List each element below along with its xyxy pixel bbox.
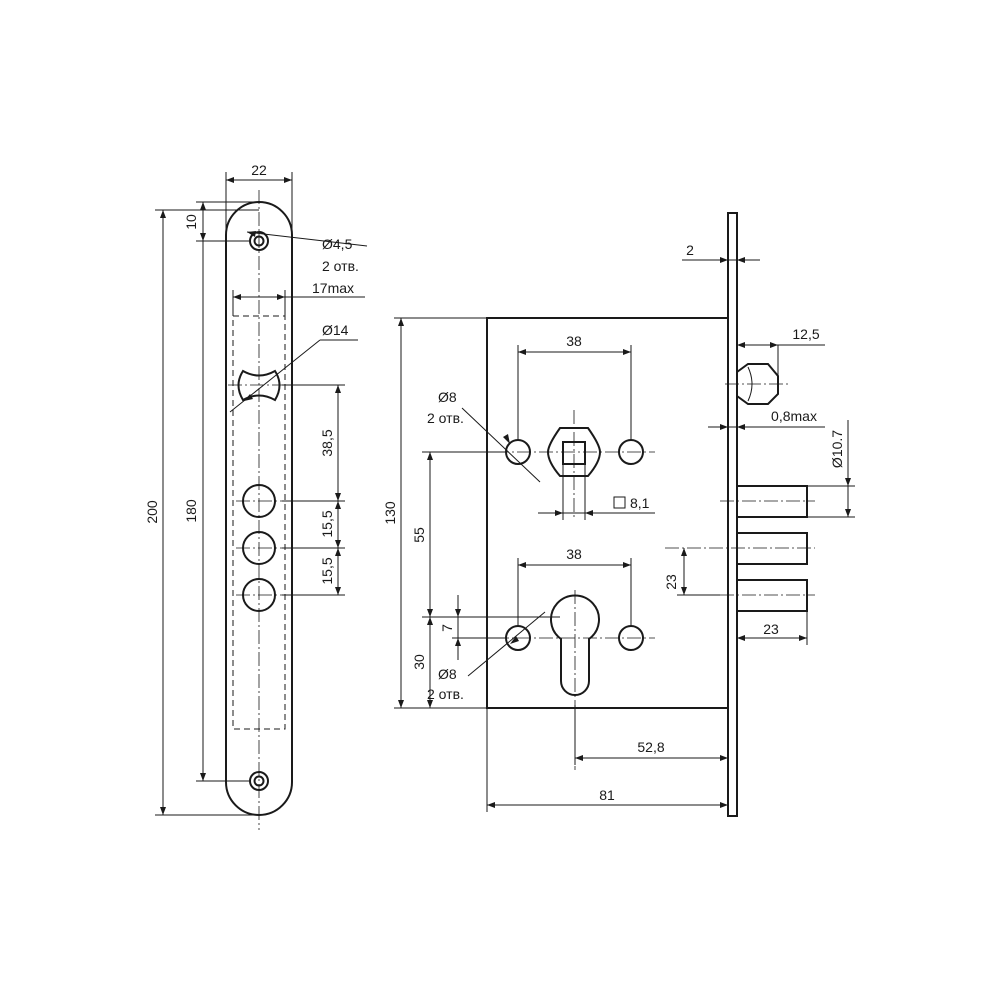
square-symbol-icon xyxy=(613,496,626,509)
screw-hole-callout: Ø4,5 2 отв. xyxy=(246,231,368,274)
top-holes-spacing-dimension: 38 xyxy=(517,333,632,440)
screw-offset-label: 10 xyxy=(183,214,199,230)
latch-projection-dimension: 12,5 xyxy=(737,326,825,376)
spindle-square-dimension: 8,1 xyxy=(538,464,655,520)
bolt-throw-label: 23 xyxy=(763,621,779,637)
forend-plate xyxy=(727,212,738,817)
spindle-height-label: 55 xyxy=(411,527,427,543)
body-height-label: 130 xyxy=(382,501,398,525)
bottom-holes-spacing-dimension: 38 xyxy=(517,546,632,626)
deadbolt-2 xyxy=(736,532,808,565)
forend-thickness-label: 2 xyxy=(686,242,694,258)
bolt-pitch-1-label: 15,5 xyxy=(319,510,335,537)
lock-body-view: 2 12,5 0,8max Ø10.7 xyxy=(382,212,855,817)
cylinder-offset-dimension: 7 xyxy=(439,595,560,660)
top-holes-callout: Ø8 2 отв. xyxy=(427,389,541,483)
cutout-width-dimension: 17max xyxy=(232,280,365,316)
screw-pitch-label: 180 xyxy=(183,499,199,523)
body-depth-label: 81 xyxy=(599,787,615,803)
total-length-label: 200 xyxy=(144,500,160,524)
bolt-pitch-2-label: 15,5 xyxy=(319,557,335,584)
bolt-diameter-dimension: Ø10.7 xyxy=(807,420,855,518)
bottom-holes-callout: Ø8 2 отв. xyxy=(427,611,546,702)
spindle-hole-callout: Ø14 xyxy=(229,322,358,413)
backset-dimension: 52,8 xyxy=(574,705,728,765)
forend-thickness-dimension: 2 xyxy=(682,213,760,263)
bolt-diameter-label: Ø10.7 xyxy=(829,430,845,468)
faceplate-outline xyxy=(225,201,293,816)
body-depth-dimension: 81 xyxy=(486,708,729,816)
bolt-throw-dimension: 23 xyxy=(737,611,808,645)
screw-hole-count-label: 2 отв. xyxy=(322,258,359,274)
faceplate-width-label: 22 xyxy=(251,162,267,178)
deadbolt-1 xyxy=(736,485,808,518)
bolt-spacing-label: 23 xyxy=(663,574,679,590)
bolt-chain-dimension: 38,5 15,5 15,5 xyxy=(282,384,345,596)
screw-hole-diameter-label: Ø4,5 xyxy=(322,236,353,252)
cylinder-height-dimension: 30 xyxy=(411,617,433,708)
cylinder-offset-label: 7 xyxy=(439,624,455,632)
body-height-dimension: 130 xyxy=(382,317,487,709)
screw-pitch-dimension: 180 xyxy=(183,241,250,782)
cutout-width-label: 17max xyxy=(312,280,354,296)
top-holes-spacing-label: 38 xyxy=(566,333,582,349)
total-length-dimension: 200 xyxy=(144,209,259,816)
latch-gap-label: 0,8max xyxy=(771,408,817,424)
top-holes-diameter-label: Ø8 xyxy=(438,389,457,405)
backset-label: 52,8 xyxy=(637,739,664,755)
deadbolt-3 xyxy=(736,579,808,612)
bolt-spacing-dimension: 23 xyxy=(663,548,720,596)
cylinder-cutout xyxy=(550,594,600,696)
top-holes-count-label: 2 отв. xyxy=(427,410,464,426)
cylinder-height-label: 30 xyxy=(411,654,427,670)
bottom-holes-spacing-label: 38 xyxy=(566,546,582,562)
spindle-to-bolt-label: 38,5 xyxy=(319,429,335,456)
screw-offset-dimension: 10 xyxy=(183,201,259,242)
bottom-holes-diameter-label: Ø8 xyxy=(438,666,457,682)
spindle-height-dimension: 55 xyxy=(411,451,505,618)
latch-gap-dimension: 0,8max xyxy=(708,408,825,430)
faceplate-view: 22 10 Ø4,5 2 отв. 17max xyxy=(144,162,368,830)
bottom-holes-count-label: 2 отв. xyxy=(427,686,464,702)
faceplate-width-dimension: 22 xyxy=(225,162,293,235)
spindle-square-label: 8,1 xyxy=(630,495,650,511)
latch-projection-label: 12,5 xyxy=(792,326,819,342)
spindle-hole-diameter-label: Ø14 xyxy=(322,322,349,338)
spindle-opening xyxy=(237,369,281,402)
